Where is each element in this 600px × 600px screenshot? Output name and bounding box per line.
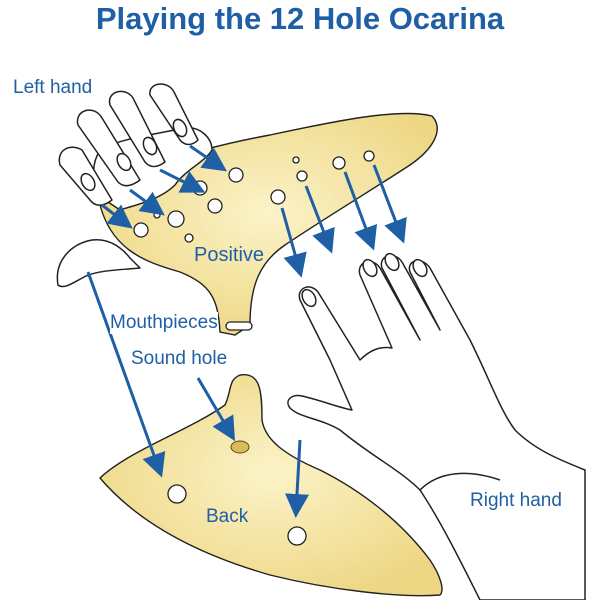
diagram-title: Playing the 12 Hole Ocarina xyxy=(95,1,505,36)
front-hole xyxy=(184,233,194,243)
front-hole xyxy=(332,156,346,170)
label-sound-hole: Sound hole xyxy=(131,348,228,370)
front-hole xyxy=(207,198,223,214)
arrow xyxy=(372,164,407,244)
front-hole xyxy=(292,156,300,164)
sound-hole xyxy=(230,440,250,454)
label-back: Back xyxy=(206,506,249,527)
arrow xyxy=(285,439,309,518)
front-hole xyxy=(133,222,149,238)
ocarina-back-body xyxy=(99,374,443,597)
label-mouthpieces: Mouthpieces xyxy=(110,312,218,334)
mouthpiece-slot xyxy=(225,321,253,331)
arrow xyxy=(101,203,133,229)
arrow xyxy=(189,144,227,172)
front-hole xyxy=(363,150,375,162)
arrow xyxy=(159,168,206,193)
back-hole xyxy=(167,484,187,504)
left-hand-drawing xyxy=(56,83,213,288)
label-left-hand: Left hand xyxy=(13,77,93,98)
arrow xyxy=(343,171,378,251)
front-hole xyxy=(167,210,185,228)
arrow xyxy=(129,188,165,216)
back-hole xyxy=(287,526,307,546)
fingering-arrows xyxy=(86,144,407,518)
arrow xyxy=(280,207,307,278)
right-hand-drawing xyxy=(287,252,586,600)
arrow xyxy=(304,185,335,254)
arrow xyxy=(86,271,166,478)
label-positive: Positive xyxy=(194,244,265,266)
front-hole xyxy=(296,170,308,182)
label-right-hand: Right hand xyxy=(470,490,562,511)
front-hole xyxy=(270,189,286,205)
arrow xyxy=(196,377,236,442)
front-hole xyxy=(228,167,244,183)
